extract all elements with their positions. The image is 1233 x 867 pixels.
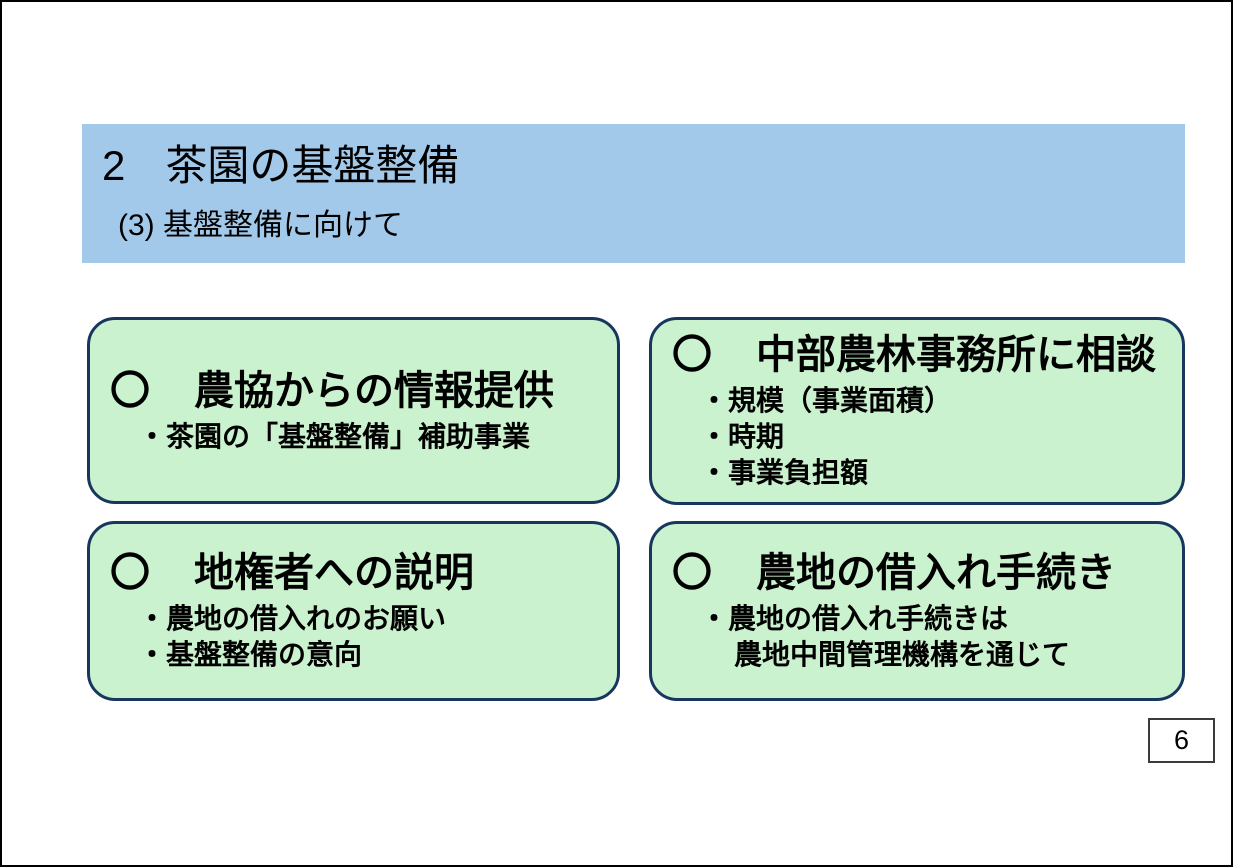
bullet-line: ・茶園の「基盤整備」補助事業 (138, 420, 531, 452)
bullet-line: ・基盤整備の意向 (138, 639, 363, 670)
header-band: 2 茶園の基盤整備 (3) 基盤整備に向けて (82, 124, 1185, 263)
page-number-box: 6 (1148, 718, 1215, 763)
slide-subtitle: (3) 基盤整備に向けて (118, 209, 403, 242)
box-title: 中部農林事務所に相談 (756, 333, 1156, 378)
circle-marker-icon: 〇 (672, 551, 712, 596)
bullet-list: ・茶園の「基盤整備」補助事業 (102, 419, 605, 455)
box-heading: 〇 農地の借入れ手続き (664, 549, 1170, 597)
circle-marker-icon: 〇 (110, 368, 150, 413)
box-title: 農地の借入れ手続き (756, 551, 1116, 596)
slide-title: 茶園の基盤整備 (165, 142, 460, 189)
bullet-line: ・農地の借入れ手続きは (700, 603, 1009, 635)
info-box-consult-office: 〇 中部農林事務所に相談 ・規模（事業面積） ・時期・事業負担額 (649, 317, 1185, 505)
info-box-landowner-explanation: 〇 地権者への説明 ・農地の借入れのお願い・基盤整備の意向 (87, 521, 620, 701)
section-number: 2 (102, 142, 126, 189)
box-title: 地権者への説明 (194, 551, 474, 596)
box-title: 農協からの情報提供 (194, 368, 554, 413)
box-heading: 〇 地権者への説明 (102, 549, 605, 597)
box-heading: 〇 中部農林事務所に相談 (664, 331, 1170, 379)
info-box-farmland-borrowing: 〇 農地の借入れ手続き ・農地の借入れ手続きは農地中間管理機構を通じて (649, 521, 1185, 701)
bullet-line: ・時期 (700, 421, 785, 453)
slide-title-row: 2 茶園の基盤整備 (102, 132, 459, 193)
bullet-list: ・規模（事業面積） ・時期・事業負担額 (664, 383, 1170, 490)
bullet-list: ・農地の借入れ手続きは農地中間管理機構を通じて (664, 601, 1170, 673)
circle-marker-icon: 〇 (110, 551, 150, 596)
bullet-line: ・農地の借入れのお願い (138, 603, 447, 635)
box-heading: 〇 農協からの情報提供 (102, 367, 605, 415)
bullet-continuation-line: 農地中間管理機構を通じて (734, 639, 1071, 670)
bullet-line: ・事業負担額 (700, 456, 869, 488)
bullet-line: ・規模（事業面積） (700, 385, 953, 417)
bullet-list: ・農地の借入れのお願い・基盤整備の意向 (102, 601, 605, 673)
circle-marker-icon: 〇 (672, 333, 712, 378)
info-box-jа-information: 〇 農協からの情報提供 ・茶園の「基盤整備」補助事業 (87, 317, 620, 504)
page-number: 6 (1173, 725, 1190, 755)
